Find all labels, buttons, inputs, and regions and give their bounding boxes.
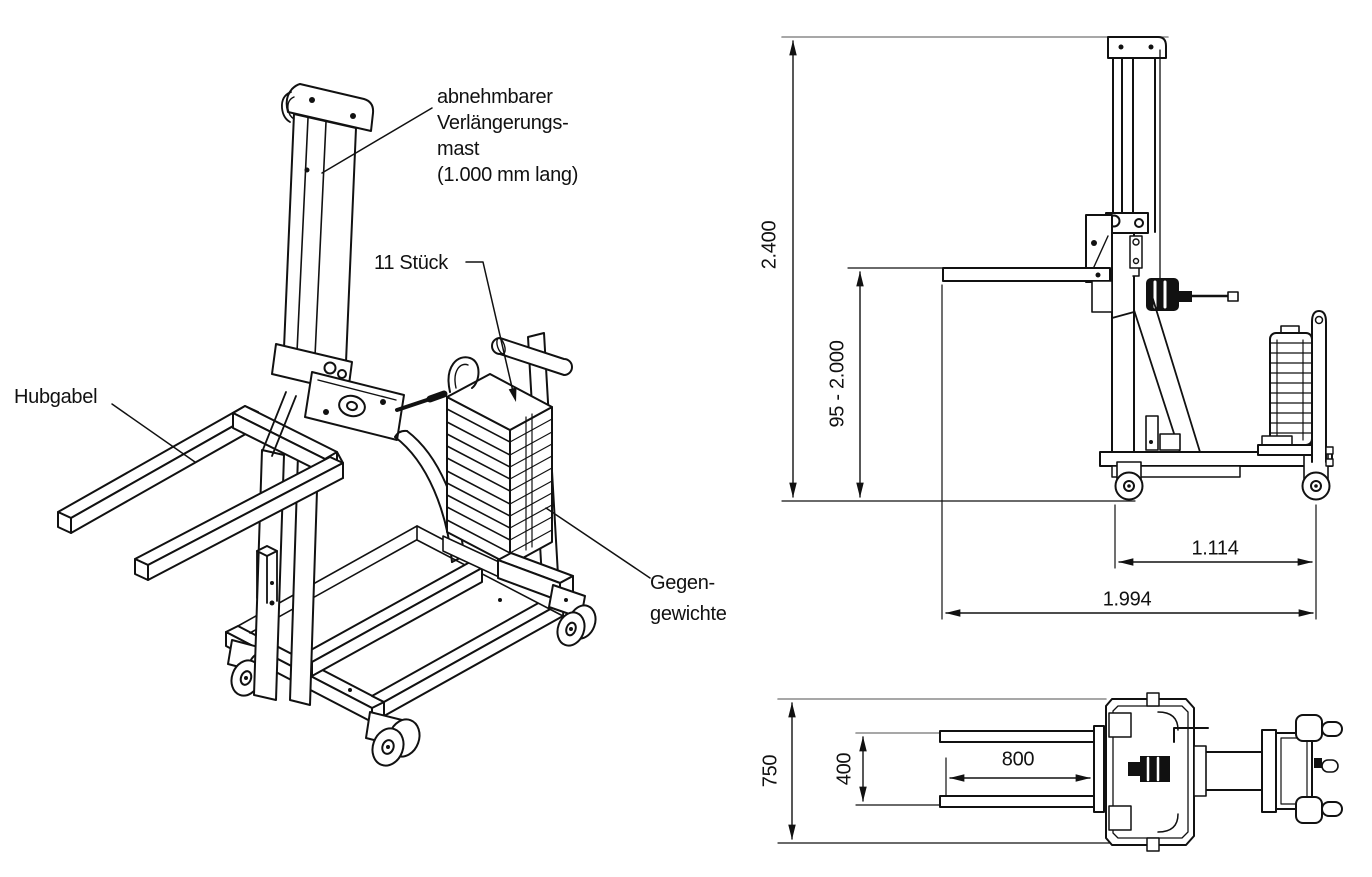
sv-mast <box>1105 36 1167 456</box>
iso-caster-front <box>365 711 421 767</box>
isometric-view <box>57 83 651 767</box>
dim-lift-height-range: 95 - 2.000 <box>826 340 849 428</box>
iso-caster-rear <box>497 552 597 647</box>
top-view <box>777 692 1343 852</box>
sv-counterweights <box>1257 325 1323 456</box>
label-pieces: 11 Stück <box>374 252 448 274</box>
tv-dimensions <box>788 702 1091 840</box>
label-fork: Hubgabel <box>14 386 98 408</box>
tv-fork <box>939 725 1105 813</box>
dim-total-height: 2.400 <box>758 220 781 270</box>
dim-total-length: 1.994 <box>1102 588 1152 611</box>
sv-dimensions <box>789 40 1317 620</box>
iso-fork-frame <box>57 405 344 581</box>
label-extension-mast: abnehmbarer Verlängerungs- mast (1.000 m… <box>437 86 579 186</box>
leader-counterweights <box>545 507 651 579</box>
iso-extension-mast <box>281 83 375 363</box>
tv-carriage <box>1105 692 1209 852</box>
sv-fork <box>942 267 1111 282</box>
side-view <box>781 36 1334 620</box>
iso-stub-post <box>256 545 278 604</box>
dim-axle-distance: 1.114 <box>1191 537 1239 560</box>
leader-pieces <box>465 261 515 397</box>
iso-leader-lines <box>111 107 651 579</box>
sv-winch <box>1146 278 1239 311</box>
dim-fork-length: 800 <box>1001 748 1035 771</box>
iso-carriage-winch <box>261 343 448 457</box>
leader-extension-mast <box>321 107 433 174</box>
dim-fork-width: 400 <box>833 752 856 786</box>
iso-counterweight-stack <box>442 356 553 585</box>
sv-handle <box>1311 310 1334 467</box>
leader-arrowhead <box>508 387 517 402</box>
label-counterweights: Gegen- gewichte <box>650 572 727 625</box>
dim-overall-width: 750 <box>759 754 782 788</box>
sv-braces <box>1111 295 1201 453</box>
leader-fork <box>111 403 196 463</box>
tv-rear-assembly <box>1193 714 1343 824</box>
sv-carriage-fork <box>942 214 1113 313</box>
